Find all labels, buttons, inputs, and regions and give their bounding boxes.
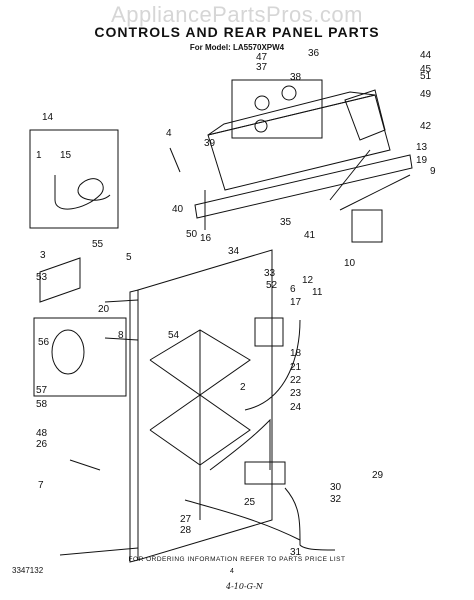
callout-33: 33 [264,268,276,279]
callout-24: 24 [290,402,302,413]
callout-50: 50 [186,229,198,240]
callout-25: 25 [244,497,256,508]
callout-17: 17 [290,297,302,308]
callout-29: 29 [372,470,384,481]
callout-10: 10 [344,258,356,269]
callout-53: 53 [36,272,48,283]
page-number: 4 [230,568,234,575]
outlet-hose [284,487,336,551]
callout-7: 7 [38,480,44,491]
coiled-hose [51,329,85,375]
callout-22: 22 [290,375,302,386]
callout-55: 55 [92,239,104,250]
callout-38: 38 [290,72,302,83]
callout-12: 12 [302,275,314,286]
console-top [207,91,376,136]
console-knob [254,119,268,133]
panel-strut [149,329,251,396]
leader-line [104,299,139,303]
callout-16: 16 [200,233,212,244]
callout-56: 56 [38,337,50,348]
callout-49: 49 [420,89,432,100]
callout-28: 28 [180,525,192,536]
callout-23: 23 [290,388,302,399]
callout-42: 42 [420,121,432,132]
handwritten-mark: 4-10-G-N [226,582,263,591]
callout-35: 35 [280,217,292,228]
page-title: CONTROLS AND REAR PANEL PARTS [94,24,380,40]
callout-30: 30 [330,482,342,493]
callout-14: 14 [42,112,54,123]
pump-body [254,317,284,347]
callout-4: 4 [166,128,172,139]
model-line: For Model: LA5570XPW4 [189,43,285,52]
rear-panel-flange [129,289,139,563]
leader-line [339,174,411,211]
filter-box [39,257,81,303]
callout-31: 31 [290,547,302,558]
callout-36: 36 [308,48,320,59]
drain-hose [209,418,271,471]
callout-34: 34 [228,246,240,257]
callout-1: 1 [36,150,42,161]
callout-8: 8 [118,330,124,341]
console-knob [254,95,270,111]
switch-box [351,209,383,243]
callout-5: 5 [126,252,132,263]
coil-frame [33,317,127,397]
console-brace [194,154,413,219]
callout-39: 39 [204,138,216,149]
leader-line [329,149,371,201]
ordering-note: FOR ORDERING INFORMATION REFER TO PARTS … [128,556,346,563]
callout-26: 26 [36,439,48,450]
callout-45: 45 [420,64,432,75]
leader-line [59,547,139,556]
fill-hose [244,319,301,411]
callout-15: 15 [60,150,72,161]
callout-44: 44 [420,50,432,61]
callout-57: 57 [36,385,48,396]
callout-58: 58 [36,399,48,410]
callout-52: 52 [266,280,278,291]
callout-48: 48 [36,428,48,439]
leader-line [169,147,181,173]
callout-20: 20 [98,304,110,315]
valve-body [244,461,286,485]
power-cord [54,175,111,210]
callout-19: 19 [416,155,428,166]
knob-frame [231,79,323,139]
callout-27: 27 [180,514,192,525]
callout-6: 6 [290,284,296,295]
callout-11: 11 [312,287,323,298]
callout-2: 2 [240,382,246,393]
rear-panel [137,249,273,561]
watermark: AppliancePartsPros.com [111,2,363,27]
timer-body [344,89,386,141]
callout-9: 9 [430,166,436,177]
callout-18: 18 [290,348,302,359]
console-knob [281,85,297,101]
callout-37: 37 [256,62,268,73]
leader-line [69,459,101,471]
callout-47: 47 [256,52,268,63]
callout-32: 32 [330,494,342,505]
console [207,94,391,191]
callout-41: 41 [304,230,316,241]
callout-40: 40 [172,204,184,215]
callout-13: 13 [416,142,428,153]
document-number: 3347132 [12,566,44,575]
cord-frame [29,129,119,229]
leader-line [104,337,139,341]
callout-3: 3 [40,250,46,261]
panel-strut [149,394,251,466]
callout-51: 51 [420,71,432,82]
drain-hose-lower [184,499,301,541]
callout-21: 21 [290,362,302,373]
callout-labels: 1234567891011121314151617181920212223242… [36,48,436,558]
callout-54: 54 [168,330,180,341]
